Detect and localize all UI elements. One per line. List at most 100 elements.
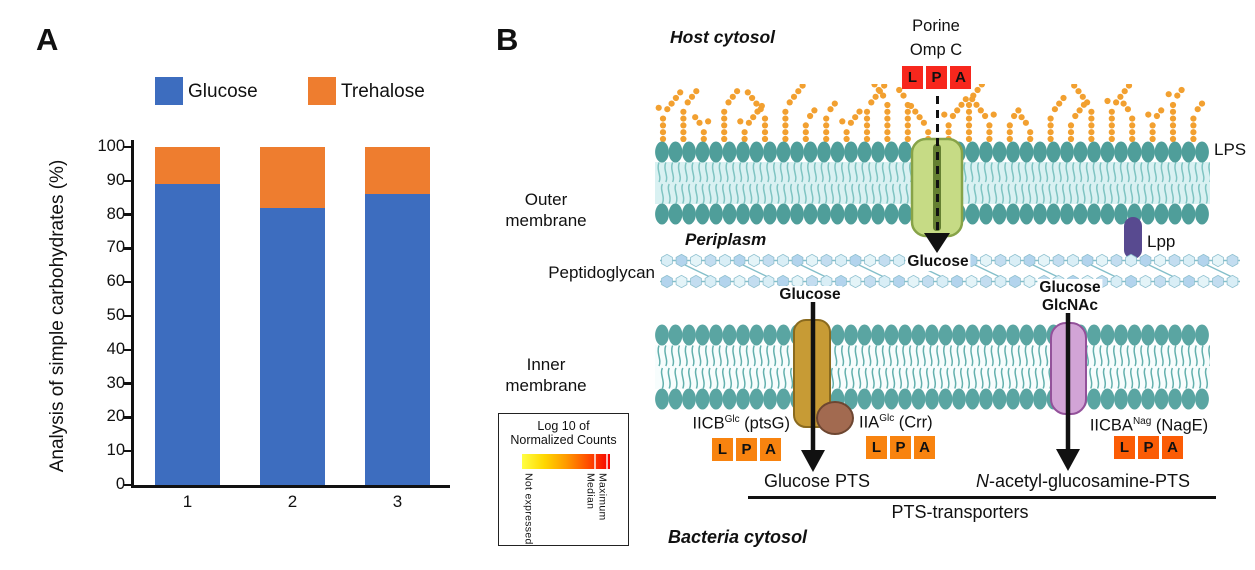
lpa-box-l: L bbox=[1114, 436, 1135, 459]
glucose-label-nag-substrate: Glucose bbox=[1037, 279, 1103, 297]
iicba-rest: (NagE) bbox=[1151, 416, 1209, 435]
y-tick-label: 40 bbox=[106, 339, 125, 358]
panel-a-label: A bbox=[36, 22, 59, 57]
outer-membrane-label: Outer membrane bbox=[480, 189, 612, 232]
y-tick-mark bbox=[123, 449, 131, 453]
inner-membrane-label: Inner membrane bbox=[480, 354, 612, 397]
bar-segment-glucose-2 bbox=[260, 207, 325, 485]
pts-transporters-label: PTS-transporters bbox=[891, 502, 1029, 522]
nag-pts-arrow bbox=[1056, 313, 1080, 471]
y-tick-mark bbox=[123, 348, 131, 352]
legend-maximum-label: Maximum bbox=[596, 473, 609, 521]
bar-segment-glucose-3 bbox=[365, 194, 430, 485]
outer-membrane-label-line2: membrane bbox=[505, 211, 587, 231]
glucose-label-pts-substrate: Glucose bbox=[777, 286, 843, 304]
iicb-sup: Glc bbox=[724, 414, 740, 425]
y-tick-label: 20 bbox=[106, 407, 125, 426]
lpa-box-a: A bbox=[914, 436, 935, 459]
nag-pts-label-rest: -acetyl-glucosamine-PTS bbox=[988, 471, 1191, 491]
iicb-glc-label: IICBGlc (ptsG) bbox=[660, 414, 790, 434]
y-tick-label: 100 bbox=[97, 137, 125, 155]
lpa-box-l: L bbox=[866, 436, 887, 459]
porin-transport-dashed-arrow bbox=[936, 96, 939, 232]
bar-segment-glucose-1 bbox=[155, 184, 220, 485]
glucose-pts-arrow bbox=[801, 302, 825, 472]
x-tick-label: 3 bbox=[392, 492, 403, 511]
lpp-protein bbox=[1124, 217, 1142, 259]
plot-area bbox=[133, 147, 447, 485]
glucose-label-porin-product: Glucose bbox=[905, 253, 971, 271]
outer-membrane-label-line1: Outer bbox=[524, 190, 568, 209]
inner-membrane-label-line2: membrane bbox=[505, 376, 587, 396]
iicb-rest: (ptsG) bbox=[739, 414, 790, 433]
y-tick-mark bbox=[123, 314, 131, 318]
iicba-base: IICBA bbox=[1089, 416, 1133, 435]
legend-median-label: Median bbox=[584, 473, 597, 510]
x-axis-line bbox=[131, 485, 450, 488]
glcnac-label: GlcNAc bbox=[1040, 297, 1100, 315]
y-tick-label: 90 bbox=[106, 170, 125, 189]
y-tick-label: 50 bbox=[106, 306, 125, 324]
porin-name-line2: Omp C bbox=[909, 41, 963, 59]
y-tick-mark bbox=[123, 213, 131, 216]
porin-name-line1: Porine bbox=[912, 17, 960, 35]
y-tick-mark bbox=[123, 382, 131, 385]
y-axis-line bbox=[131, 140, 134, 487]
iia-glc-label: IIAGlc (Crr) bbox=[859, 413, 933, 433]
panel-b-label: B bbox=[496, 22, 519, 57]
lpa-box-l: L bbox=[902, 66, 923, 89]
y-tick-mark bbox=[123, 247, 131, 250]
lpa-box-p: P bbox=[890, 436, 911, 459]
host-cytosol-label: Host cytosol bbox=[670, 27, 776, 47]
iicba-sup: Nag bbox=[1132, 416, 1152, 427]
y-tick-mark bbox=[123, 483, 131, 487]
legend-label-glucose: Glucose bbox=[188, 81, 258, 102]
bar-segment-trehalose-3 bbox=[365, 147, 430, 195]
nag-pts-label: N-acetyl-glucosamine-PTS bbox=[952, 471, 1214, 492]
porin-arrowhead-icon bbox=[924, 233, 950, 253]
heat-tick-median bbox=[594, 454, 596, 469]
legend-title-line1: Log 10 of bbox=[537, 419, 590, 433]
y-tick-mark bbox=[123, 280, 131, 284]
inner-membrane-label-line1: Inner bbox=[526, 355, 566, 374]
y-tick-label: 60 bbox=[106, 272, 125, 291]
iia-glc-protein bbox=[816, 401, 854, 435]
x-tick-label: 2 bbox=[287, 492, 298, 511]
x-tick-label: 1 bbox=[182, 492, 193, 511]
lps-chains bbox=[655, 84, 1206, 142]
lpa-box-p: P bbox=[736, 438, 757, 461]
lpa-box-p: P bbox=[1138, 436, 1159, 459]
lpp-label: Lpp bbox=[1147, 232, 1176, 251]
expression-legend: Log 10 of Normalized Counts Not expresse… bbox=[498, 413, 629, 546]
legend-title-line2: Normalized Counts bbox=[510, 433, 617, 447]
lpa-box-a: A bbox=[950, 66, 971, 89]
lpa-box-l: L bbox=[712, 438, 733, 461]
legend-label-trehalose: Trehalose bbox=[341, 81, 425, 102]
iia-sup: Glc bbox=[879, 413, 895, 424]
iicba-nag-label: IICBANag (NagE) bbox=[1080, 416, 1218, 436]
iia-base: IIA bbox=[859, 413, 880, 432]
y-tick-mark bbox=[123, 145, 131, 149]
heat-gradient-bar bbox=[522, 454, 610, 469]
y-tick-label: 0 bbox=[115, 475, 125, 493]
inner-membrane bbox=[655, 324, 1210, 410]
y-axis-label: Analysis of simple carbohydrates (%) bbox=[47, 159, 68, 473]
iicb-base: IICB bbox=[692, 414, 725, 433]
iia-rest: (Crr) bbox=[894, 413, 933, 432]
peptidoglycan-label: Peptidoglycan bbox=[548, 263, 655, 282]
bacteria-cytosol-label: Bacteria cytosol bbox=[668, 527, 808, 547]
legend-swatch-trehalose bbox=[308, 77, 336, 105]
lpa-box-a: A bbox=[1162, 436, 1183, 459]
y-tick-mark bbox=[123, 416, 131, 419]
periplasm-label: Periplasm bbox=[685, 230, 767, 249]
y-tick-label: 80 bbox=[106, 204, 125, 223]
legend-swatch-glucose bbox=[155, 77, 183, 105]
heat-tick-maximum bbox=[606, 454, 608, 469]
bar-segment-trehalose-2 bbox=[260, 147, 325, 208]
y-tick-label: 70 bbox=[106, 238, 125, 257]
